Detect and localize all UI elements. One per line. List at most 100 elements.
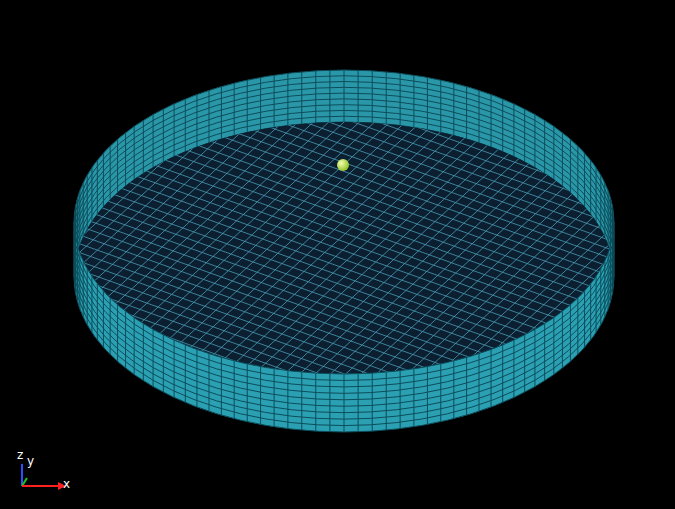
mesh-line: [413, 75, 414, 127]
mesh-line: [103, 153, 104, 207]
mesh-line: [315, 71, 316, 123]
mesh-line: [577, 298, 578, 355]
outer-wall: [74, 222, 614, 432]
mesh-line: [91, 276, 92, 332]
mesh-line: [590, 160, 591, 214]
mesh-line: [221, 87, 222, 139]
mesh-line: [534, 115, 535, 168]
mesh-line: [91, 168, 92, 222]
mesh-line: [234, 83, 235, 135]
mesh-line: [83, 183, 84, 237]
mesh-line: [301, 372, 302, 430]
mesh-line: [342, 157, 675, 509]
mesh-line: [329, 374, 330, 432]
mesh-line: [544, 120, 545, 173]
mesh-line: [584, 291, 585, 347]
mesh-line: [513, 340, 514, 397]
mesh-line: [287, 73, 288, 125]
mesh-line: [479, 90, 480, 142]
mesh-line: [74, 222, 614, 374]
mesh-line: [196, 95, 197, 147]
mesh-line: [613, 230, 614, 285]
mesh-line: [129, 41, 675, 284]
mesh-line: [185, 99, 186, 152]
mesh-line: [75, 238, 76, 293]
mesh-line: [187, 102, 611, 491]
mesh-line: [191, 0, 675, 228]
mesh-line: [502, 345, 503, 402]
mesh-line: [375, 169, 675, 509]
mesh-line: [329, 70, 330, 122]
mesh-line: [108, 60, 675, 303]
mesh-line: [286, 138, 675, 509]
mesh-line: [413, 369, 414, 427]
mesh-line: [177, 0, 675, 240]
mesh-line: [163, 10, 675, 253]
mesh-line: [600, 269, 601, 325]
mesh-line: [110, 298, 111, 355]
mesh-line: [74, 277, 614, 432]
mesh-line: [604, 183, 605, 237]
mesh-line: [319, 150, 675, 509]
mesh-line: [590, 284, 591, 340]
mesh-line: [74, 240, 614, 393]
mesh-line: [122, 48, 675, 291]
mesh-line: [330, 153, 675, 509]
mesh-line: [117, 139, 118, 192]
mesh-line: [83, 261, 84, 317]
mesh-line: [125, 311, 126, 368]
mesh-line: [209, 90, 210, 142]
mesh-line: [353, 161, 675, 509]
mesh-line: [604, 261, 605, 317]
mesh-line: [209, 110, 633, 499]
mesh-line: [440, 364, 441, 422]
mesh-line: [0, 162, 675, 405]
mesh-line: [386, 72, 387, 124]
mesh-line: [612, 238, 613, 293]
axis-label: z: [17, 449, 23, 461]
mesh-line: [358, 70, 359, 122]
mesh-line: [274, 75, 275, 127]
mesh-line: [534, 329, 535, 386]
mesh-line: [466, 87, 467, 139]
mesh-line: [0, 0, 258, 365]
mesh-line: [400, 371, 401, 429]
mesh-line: [196, 349, 197, 407]
mesh-line: [0, 219, 614, 462]
mesh-line: [74, 222, 75, 277]
mesh-line: [253, 126, 675, 509]
mesh-line: [136, 35, 675, 278]
mesh-line: [87, 269, 88, 325]
mesh-line: [466, 357, 467, 415]
mesh-line: [184, 0, 675, 234]
mesh-line: [170, 3, 675, 246]
mesh-line: [0, 0, 247, 361]
mesh-line: [234, 361, 235, 419]
mesh-line: [491, 95, 492, 147]
mesh-line: [491, 349, 492, 407]
mesh-line: [247, 80, 248, 132]
mesh-line: [79, 190, 80, 244]
mesh-line: [74, 234, 614, 387]
mesh-line: [596, 276, 597, 332]
mesh-line: [260, 77, 261, 129]
mesh-line: [163, 109, 164, 162]
mesh-line: [524, 109, 525, 162]
mesh-line: [479, 354, 480, 412]
mesh-line: [440, 80, 441, 132]
mesh-line: [163, 335, 164, 392]
mesh-line: [174, 104, 175, 157]
mesh-line: [400, 73, 401, 125]
wall-mesh: [74, 222, 614, 432]
mesh-line: [79, 254, 80, 310]
mesh-line: [453, 83, 454, 135]
mesh-line: [584, 153, 585, 207]
mesh-line: [453, 361, 454, 419]
mesh-line: [427, 367, 428, 425]
mesh-line: [344, 70, 345, 122]
mesh-line: [600, 175, 601, 229]
axis-label: x: [63, 478, 70, 490]
mesh-line: [125, 133, 126, 186]
mesh-line: [87, 175, 88, 229]
